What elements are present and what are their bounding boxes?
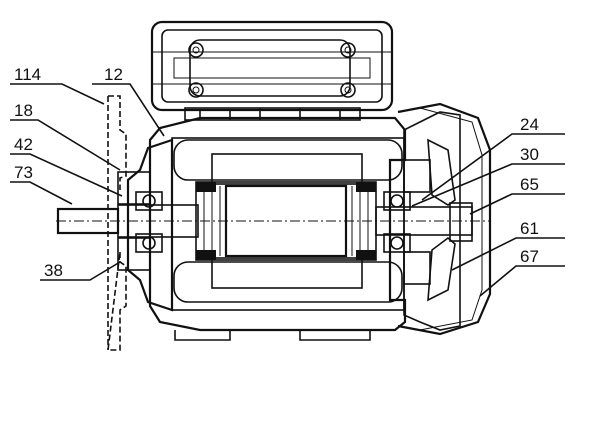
leader-lines	[10, 83, 565, 297]
label-61: 61	[520, 219, 539, 238]
label-42: 42	[14, 135, 33, 154]
label-18: 18	[14, 101, 33, 120]
motor-frame	[148, 108, 407, 341]
label-38: 38	[44, 261, 63, 280]
label-73: 73	[14, 163, 33, 182]
label-24: 24	[520, 115, 539, 134]
bearing-drive-end	[135, 191, 163, 253]
stator-winding	[173, 139, 403, 303]
cooling-fan	[427, 138, 473, 302]
label-12: 12	[104, 65, 123, 84]
terminal-box	[150, 20, 394, 121]
part-labels: 114 12 18 42 73 38 24 30 65 61 67	[14, 65, 539, 280]
label-65: 65	[520, 175, 539, 194]
drive-end-shield	[117, 138, 174, 312]
label-30: 30	[520, 145, 539, 164]
label-67: 67	[520, 247, 539, 266]
bearing-non-drive-end	[383, 191, 411, 253]
fan-cover	[397, 102, 492, 336]
shaft	[56, 204, 490, 238]
mounting-flange-outline	[107, 95, 127, 351]
label-114: 114	[14, 65, 41, 84]
